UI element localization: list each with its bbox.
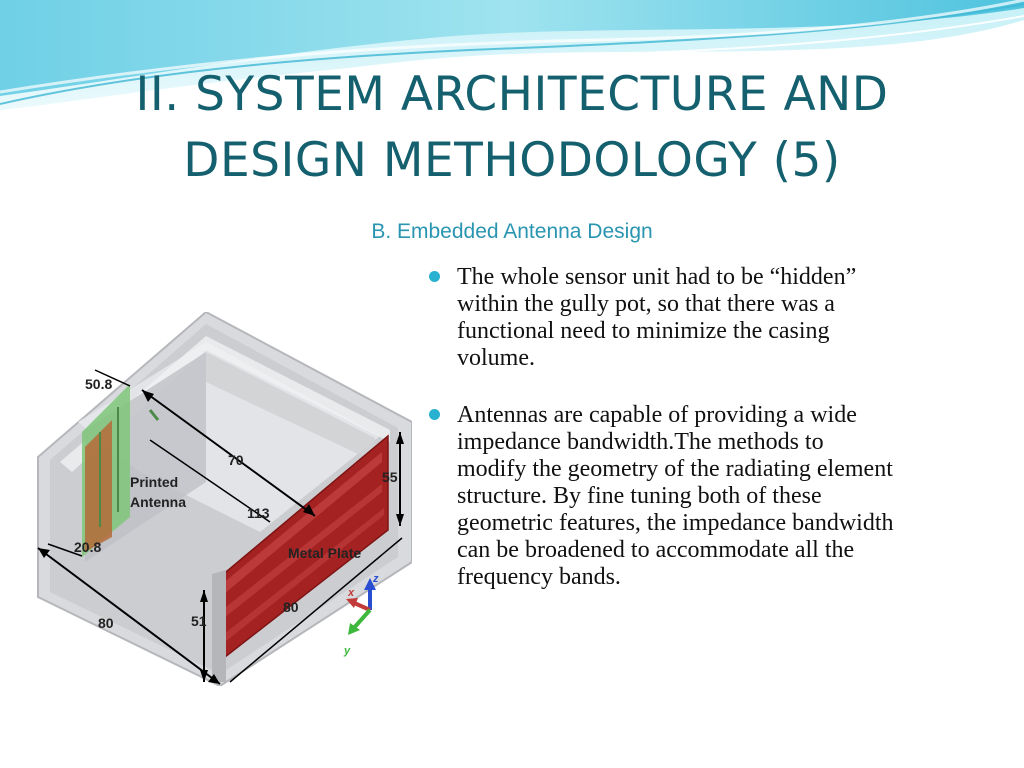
header-wave-decoration <box>0 0 1024 113</box>
bullet-dot-icon <box>429 271 440 282</box>
label-70: 70 <box>228 452 244 468</box>
title-line-2: DESIGN METHODOLOGY (5) <box>183 133 841 188</box>
label-113: 113 <box>247 505 270 521</box>
label-50-8: 50.8 <box>85 376 112 392</box>
bullet-text: Antennas are capable of providing a wide… <box>457 402 894 590</box>
bullet-item: The whole sensor unit had to be “hidden”… <box>428 264 898 372</box>
axis-label-x: x <box>347 587 355 599</box>
title-line-1: II. SYSTEM ARCHITECTURE AND <box>135 67 889 122</box>
slide-subtitle: B. Embedded Antenna Design <box>371 220 653 243</box>
bullet-list: The whole sensor unit had to be “hidden”… <box>428 264 898 591</box>
antenna-casing-figure: 50.8 70 55 Printed Antenna 113 20.8 Meta… <box>30 312 412 686</box>
label-80-plate: 80 <box>283 599 299 615</box>
axis-label-y: y <box>343 645 351 657</box>
label-51: 51 <box>191 613 207 629</box>
bullet-text: The whole sensor unit had to be “hidden”… <box>457 264 857 371</box>
label-metal-plate: Metal Plate <box>288 545 361 561</box>
bullet-dot-icon <box>429 409 440 420</box>
label-antenna: Antenna <box>130 494 186 510</box>
label-55: 55 <box>382 469 398 485</box>
slide-title: II. SYSTEM ARCHITECTURE AND DESIGN METHO… <box>0 62 1024 194</box>
label-20-8: 20.8 <box>74 539 101 555</box>
label-printed: Printed <box>130 474 178 490</box>
label-80-bottom: 80 <box>98 615 114 631</box>
axis-label-z: z <box>372 573 379 585</box>
bullet-item: Antennas are capable of providing a wide… <box>428 402 898 591</box>
